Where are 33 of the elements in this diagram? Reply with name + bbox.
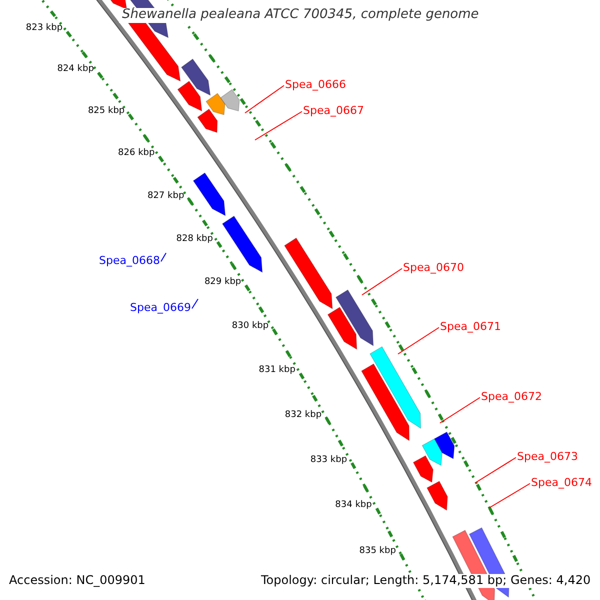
- gene-label: Spea_0673: [517, 451, 578, 464]
- accession-text: Accession: NC_009901: [9, 574, 146, 588]
- scale-label: 825 kbp: [88, 106, 125, 116]
- scale-label: 823 kbp: [26, 23, 63, 34]
- scale-label: 830 kbp: [232, 320, 269, 332]
- scale-label: 824 kbp: [57, 64, 94, 75]
- scale-label: 828 kbp: [176, 234, 213, 244]
- scale-label: 835 kbp: [359, 546, 396, 556]
- gene-label: Spea_0674: [531, 477, 592, 490]
- leader-line: [398, 327, 440, 354]
- gene-label: Spea_0669: [130, 302, 191, 315]
- leader-line: [254, 111, 302, 140]
- leader-line: [474, 457, 516, 484]
- leader-line: [440, 397, 480, 424]
- gene-label: Spea_0671: [440, 321, 501, 334]
- leader-line: [192, 298, 198, 309]
- scale-label: 833 kbp: [310, 454, 348, 465]
- gene-label: Spea_0666: [285, 79, 346, 92]
- scale-label: 831 kbp: [258, 364, 296, 376]
- leader-line: [244, 85, 284, 114]
- scale-label: 829 kbp: [204, 276, 242, 288]
- leader-line: [488, 483, 530, 508]
- scale-label: 827 kbp: [147, 190, 184, 201]
- leader-line: [160, 252, 166, 262]
- genome-summary: Topology: circular; Length: 5,174,581 bp; Genes: 4,420: [261, 574, 591, 588]
- gene-label: Spea_0668: [99, 255, 160, 268]
- scale-label: 826 kbp: [118, 148, 155, 158]
- scale-label: 834 kbp: [335, 500, 372, 510]
- gene-label: Spea_0667: [303, 105, 364, 118]
- scale-label: 832 kbp: [284, 410, 322, 420]
- gene-label: Spea_0672: [481, 391, 542, 404]
- gene-label: Spea_0670: [403, 262, 464, 275]
- leader-line: [362, 268, 402, 296]
